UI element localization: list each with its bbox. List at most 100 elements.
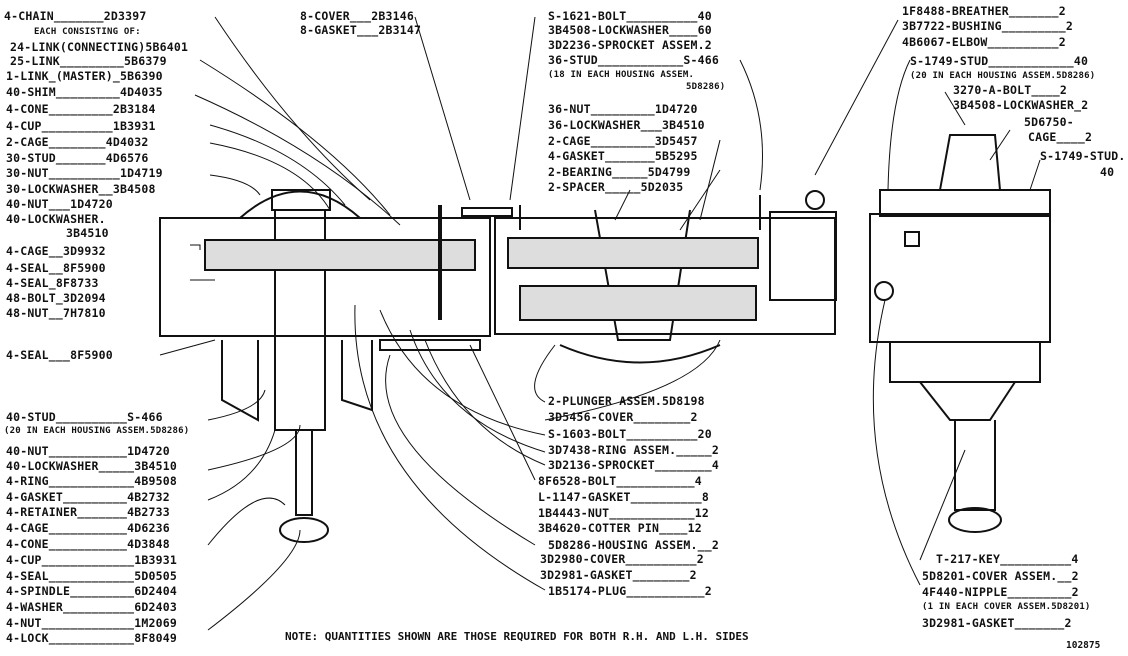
- label-lockwasher-36: 36-LOCKWASHER___3B4510: [548, 118, 705, 132]
- label-seal-4c: 4-SEAL___8F5900: [6, 348, 113, 362]
- label-nut-1b4443: 1B4443-NUT____________12: [538, 506, 709, 520]
- label-lockwasher-3b4508: 3B4508-LOCKWASHER_2: [953, 98, 1089, 112]
- left-cap: [271, 189, 331, 211]
- label-stud-36: 36-STUD____________S-466: [548, 53, 719, 67]
- label-link-connecting: 24-LINK(CONNECTING)5B6401: [10, 40, 189, 54]
- label-sprocket-3d2136: 3D2136-SPROCKET________4: [548, 458, 719, 472]
- center-end-block: [769, 211, 837, 301]
- label-spindle: 4-SPINDLE_________6D2404: [6, 584, 177, 598]
- right-assembly: [869, 134, 1051, 533]
- center-assembly: [494, 190, 837, 364]
- label-ring-assem: 3D7438-RING ASSEM._____2: [548, 443, 719, 457]
- center-chain-top: [507, 237, 759, 269]
- label-stud-s1749-b-qty: 40: [1100, 165, 1115, 179]
- label-housing-assem: 5D8286-HOUSING ASSEM.__2: [548, 538, 719, 552]
- label-gasket-3d2981: 3D2981-GASKET________2: [540, 568, 697, 582]
- label-chain: 4-CHAIN_______2D3397: [4, 9, 147, 23]
- label-cage-4: 4-CAGE__3D9932: [6, 244, 106, 258]
- left-seal-housing: [221, 340, 259, 422]
- label-key: T-217-KEY__________4: [936, 552, 1079, 566]
- left-assembly: [159, 189, 513, 543]
- label-each-consisting: EACH CONSISTING OF:: [34, 27, 141, 37]
- label-link-master: 1-LINK_(MASTER)_5B6390: [6, 69, 163, 83]
- label-elbow: 4B6067-ELBOW__________2: [902, 35, 1066, 49]
- label-nut-40b: 40-NUT___________1D4720: [6, 444, 170, 458]
- label-lockwasher-40-part: 3B4510: [66, 226, 109, 240]
- label-lockwasher: 30-LOCKWASHER__3B4508: [6, 182, 156, 196]
- label-sprocket-assem: 3D2236-SPROCKET ASSEM.2: [548, 38, 712, 52]
- label-gasket-4: 4-GASKET_______5B5295: [548, 149, 698, 163]
- label-bolt-48: 48-BOLT_3D2094: [6, 291, 106, 305]
- label-bolt-s1621: S-1621-BOLT__________40: [548, 9, 712, 23]
- label-spacer-2: 2-SPACER_____5D2035: [548, 180, 684, 194]
- left-shaft: [295, 430, 313, 516]
- left-cover: [239, 190, 361, 219]
- label-nipple-note: (1 IN EACH COVER ASSEM.5D8201): [922, 602, 1091, 612]
- label-gasket-8: 8-GASKET___2B3147: [300, 23, 422, 37]
- center-sprocket: [594, 209, 691, 341]
- right-square: [904, 231, 920, 247]
- right-nut: [948, 507, 1002, 533]
- label-stud-36-note: (18 IN EACH HOUSING ASSEM.: [548, 70, 695, 80]
- label-seal-b: 4-SEAL____________5D0505: [6, 569, 177, 583]
- label-plug: 1B5174-PLUG___________2: [548, 584, 712, 598]
- label-stud: 30-STUD_______4D6576: [6, 151, 149, 165]
- quantities-note: NOTE: QUANTITIES SHOWN ARE THOSE REQUIRE…: [285, 630, 749, 643]
- left-bar-lower: [379, 339, 481, 351]
- label-cover-3d2980: 3D2980-COVER__________2: [540, 552, 704, 566]
- center-chain-bottom: [519, 285, 757, 321]
- label-gasket-3d2981-b: 3D2981-GASKET_______2: [922, 616, 1072, 630]
- label-stud-40: 40-STUD__________S-466: [6, 410, 163, 424]
- leader-lines: [159, 16, 1041, 631]
- label-cover-3d5456: 3D5456-COVER________2: [548, 410, 698, 424]
- label-cone-b: 4-CONE___________4D3848: [6, 537, 170, 551]
- right-top-flange: [879, 189, 1051, 217]
- label-bolt-8f6528: 8F6528-BOLT___________4: [538, 474, 702, 488]
- label-cage: 2-CAGE________4D4032: [6, 135, 149, 149]
- label-cup: 4-CUP__________1B3931: [6, 119, 156, 133]
- right-cover-assem: [919, 381, 1016, 421]
- label-lockwasher-40b: 40-LOCKWASHER_____3B4510: [6, 459, 177, 473]
- label-cup-b: 4-CUP_____________1B3931: [6, 553, 177, 567]
- left-bar: [461, 207, 513, 217]
- label-washer: 4-WASHER__________6D2403: [6, 600, 177, 614]
- label-shim: 40-SHIM_________4D4035: [6, 85, 163, 99]
- label-stud-36-note-b: 5D8286): [686, 82, 726, 92]
- left-cage: [341, 340, 373, 412]
- left-chain: [204, 239, 476, 271]
- label-seal-4b: 4-SEAL_8F8733: [6, 276, 99, 290]
- right-cage: [939, 134, 1001, 191]
- label-nipple: 4F440-NIPPLE_________2: [922, 585, 1079, 599]
- label-retainer: 4-RETAINER_______4B2733: [6, 505, 170, 519]
- label-cage-2: 2-CAGE_________3D5457: [548, 134, 698, 148]
- label-nut-48: 48-NUT__7H7810: [6, 306, 106, 320]
- label-cotter-pin: 3B4620-COTTER PIN____12: [538, 521, 702, 535]
- label-cone: 4-CONE_________2B3184: [6, 102, 156, 116]
- label-bolt-3270a: 3270-A-BOLT____2: [953, 83, 1067, 97]
- label-nut-40: 40-NUT___1D4720: [6, 197, 113, 211]
- label-nut-b: 4-NUT_____________1M2069: [6, 616, 177, 630]
- label-lockwasher-40: 40-LOCKWASHER.: [6, 212, 106, 226]
- label-stud-s1749-note: (20 IN EACH HOUSING ASSEM.5D8286): [910, 71, 1096, 81]
- label-cage-5d6750-qty: CAGE____2: [1028, 130, 1093, 144]
- right-plug: [874, 281, 894, 301]
- center-breather: [805, 190, 825, 210]
- label-lock: 4-LOCK____________8F8049: [6, 631, 177, 645]
- label-gasket: 4-GASKET_________4B2732: [6, 490, 170, 504]
- right-bottom-flange: [889, 341, 1041, 383]
- label-bushing: 3B7722-BUSHING_________2: [902, 19, 1073, 33]
- label-stud-40-note: (20 IN EACH HOUSING ASSEM.5D8286): [4, 426, 190, 436]
- label-gasket-l1147: L-1147-GASKET__________8: [538, 490, 709, 504]
- left-nut: [279, 517, 329, 543]
- label-breather: 1F8488-BREATHER_______2: [902, 4, 1066, 18]
- right-nipple: [954, 420, 996, 511]
- label-lockwasher-60: 3B4508-LOCKWASHER____60: [548, 23, 712, 37]
- label-stud-s1749-b: S-1749-STUD.: [1040, 149, 1126, 163]
- center-bottom-cover: [559, 344, 721, 364]
- label-link: 25-LINK_________5B6379: [10, 54, 167, 68]
- label-seal-4: 4-SEAL__8F5900: [6, 261, 106, 275]
- label-nut-36: 36-NUT_________1D4720: [548, 102, 698, 116]
- label-cage-5d6750: 5D6750-: [1024, 115, 1074, 129]
